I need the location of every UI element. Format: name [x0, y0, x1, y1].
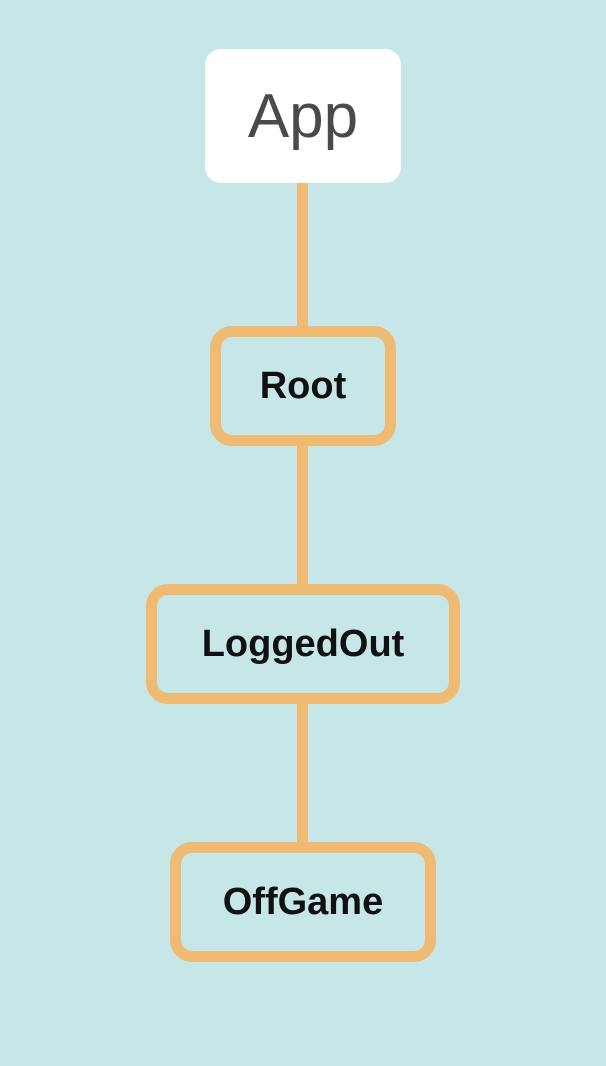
node-app: App: [205, 49, 401, 183]
node-loggedout: LoggedOut: [146, 584, 460, 704]
node-root-label: Root: [259, 364, 347, 407]
node-offgame: OffGame: [170, 842, 436, 962]
node-loggedout-label: LoggedOut: [201, 622, 405, 665]
node-root: Root: [210, 326, 396, 446]
edge-root-loggedout: [297, 440, 308, 588]
node-offgame-label: OffGame: [222, 880, 384, 923]
edge-loggedout-offgame: [297, 698, 308, 846]
edge-app-root: [297, 182, 308, 330]
node-app-label: App: [247, 81, 359, 151]
